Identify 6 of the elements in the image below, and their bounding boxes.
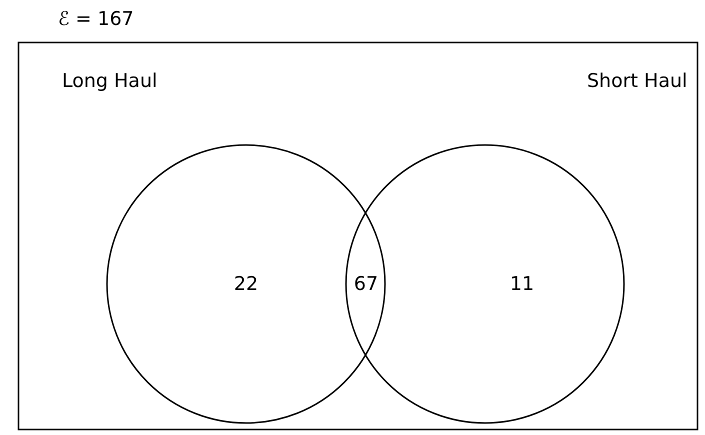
region-count: 22 [234, 273, 258, 295]
set-label: Short Haul [587, 70, 688, 92]
set-label: Long Haul [62, 70, 158, 92]
region-count: 11 [510, 273, 534, 295]
region-count: 67 [354, 273, 378, 295]
universal-set-label: ℰ = 167 [58, 8, 134, 30]
